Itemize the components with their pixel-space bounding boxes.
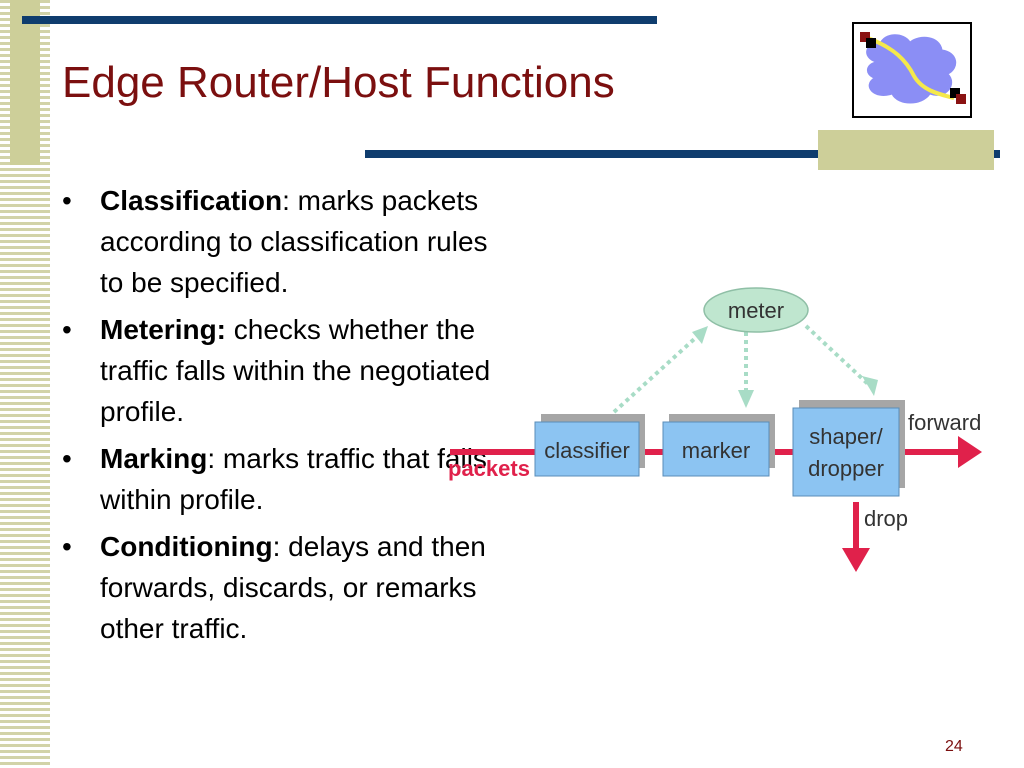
bullet-text: marks traffic that falls within profile. <box>100 443 487 515</box>
forward-arrowhead <box>958 436 982 468</box>
classifier-to-meter-arrowhead <box>692 326 708 344</box>
bullet-list: •Classification: marks packets according… <box>62 180 512 655</box>
bullet-classification: •Classification: marks packets according… <box>62 180 512 303</box>
edge-router-diagram: meter classifier marker shaper/ dropper … <box>448 287 982 572</box>
bullet-term: Marking <box>100 443 208 474</box>
title-underline-rule <box>365 150 1000 158</box>
left-band-solid-block <box>10 0 40 165</box>
bullet-metering: • Metering: checks whether the traffic fa… <box>62 309 512 432</box>
slide-title: Edge Router/Host Functions <box>62 58 615 107</box>
shaper-label-line1: shaper/ <box>809 424 883 449</box>
bullet-marking: •Marking: marks traffic that falls withi… <box>62 438 512 520</box>
forward-label: forward <box>908 410 981 435</box>
bullet-conditioning: •Conditioning: delays and then forwards,… <box>62 526 512 649</box>
drop-arrowhead <box>842 548 870 572</box>
meter-to-shaper-arrowhead <box>862 376 878 396</box>
top-rule <box>22 16 657 24</box>
bullet-dot: • <box>62 443 72 474</box>
meter-label: meter <box>728 298 784 323</box>
meter-to-shaper-arrow <box>804 324 870 386</box>
bullet-dot: • <box>62 185 72 216</box>
bullet-term: Classification <box>100 185 283 216</box>
shaper-label-line2: dropper <box>808 456 884 481</box>
bullet-text: marks packets according to classificatio… <box>100 185 488 298</box>
drop-label: drop <box>864 506 908 531</box>
classifier-box <box>534 421 640 477</box>
bullet-term: Metering: <box>100 314 226 345</box>
page-number: 24 <box>945 738 963 755</box>
bullet-dot: • <box>62 531 72 562</box>
packets-label: packets <box>448 456 530 481</box>
classifier-to-meter-arrow <box>612 330 704 414</box>
meter-node <box>703 287 809 333</box>
left-decorative-band <box>0 0 50 768</box>
bullet-text: delays and then forwards, discards, or r… <box>100 531 486 644</box>
shaper-dropper-box <box>792 407 900 497</box>
marker-label: marker <box>682 438 750 463</box>
marker-box <box>662 421 770 477</box>
bullet-text: checks whether the traffic falls within … <box>100 314 491 427</box>
rule-accent-block <box>818 130 994 170</box>
bullet-term: Conditioning <box>100 531 273 562</box>
meter-to-marker-arrowhead <box>738 390 754 408</box>
network-cloud-icon <box>852 22 972 118</box>
bullet-dot: • <box>62 314 72 345</box>
classifier-label: classifier <box>544 438 630 463</box>
